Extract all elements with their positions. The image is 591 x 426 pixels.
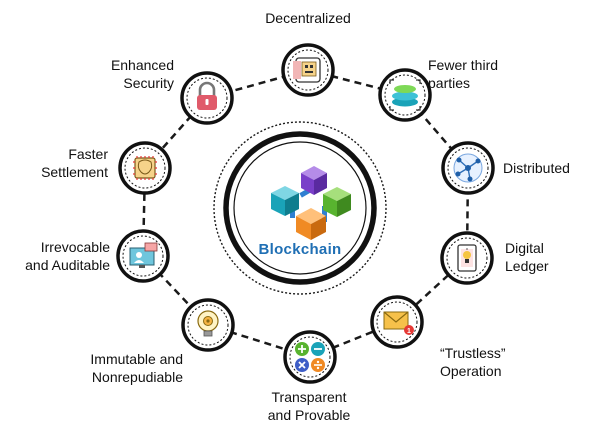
svg-text:1: 1 <box>407 328 411 335</box>
cube-purple <box>301 166 327 195</box>
stacked-discs-icon <box>389 79 421 111</box>
cube-connector-right <box>322 206 327 222</box>
cube-teal <box>271 186 299 216</box>
node-irrevocable-and-auditable <box>116 229 170 283</box>
node-immutable-and-nonrepudiable <box>181 298 235 352</box>
lightbulb-gear-icon <box>197 310 219 337</box>
dashed-connector-ring <box>141 68 470 359</box>
node-faster-settlement <box>118 141 172 195</box>
node-decentralized <box>281 43 335 97</box>
center-label: Blockchain <box>258 241 342 258</box>
node-transparent-and-provable <box>283 330 337 384</box>
cpu-chip-icon <box>133 156 157 180</box>
node-trustless-operation: 1 <box>370 295 424 349</box>
smartphone-robot-icon <box>293 57 321 83</box>
node-fewer-third-parties <box>378 68 432 122</box>
computer-user-chat-icon <box>129 242 158 268</box>
node-distributed <box>441 141 495 195</box>
envelope-alert-icon: 1 <box>383 311 414 335</box>
node-enhanced-security <box>180 71 234 125</box>
tablet-lightbulb-icon <box>457 244 477 272</box>
math-operators-icon <box>295 342 325 372</box>
node-digital-ledger <box>440 231 494 285</box>
center-thick-ring <box>223 131 377 285</box>
cube-green <box>323 187 351 217</box>
cube-orange <box>296 208 326 240</box>
center-inner-ring <box>233 141 367 275</box>
center-outer-dotted-ring <box>213 121 387 295</box>
padlock-icon <box>197 81 217 110</box>
blockchain-cubes-icon <box>271 166 351 240</box>
network-nodes-icon <box>453 153 483 183</box>
